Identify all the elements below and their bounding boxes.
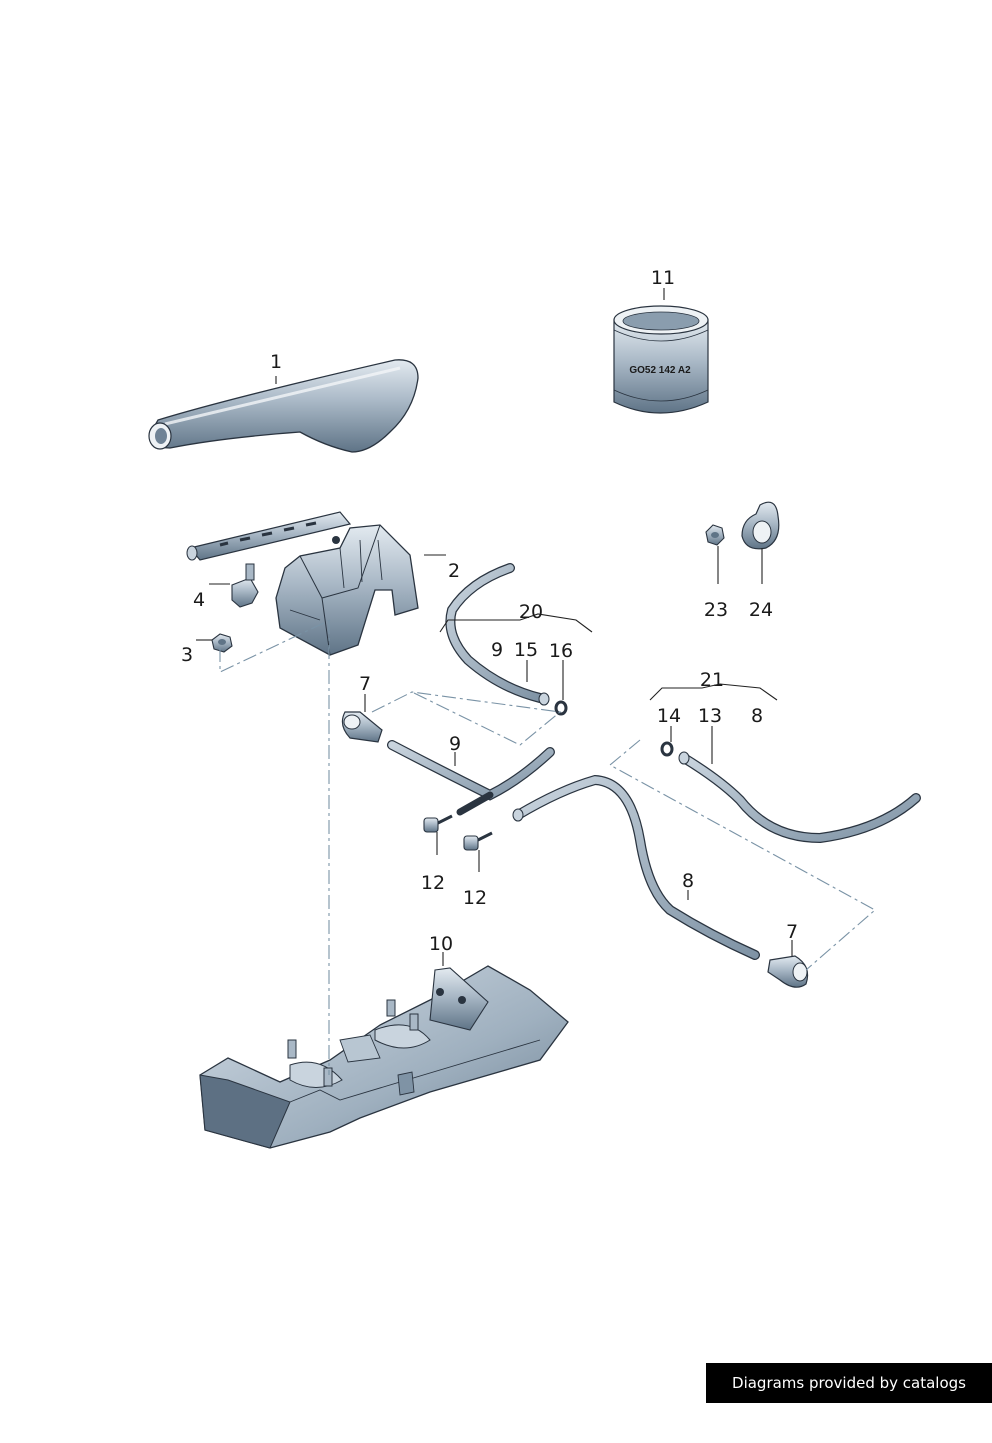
hose-part-9-upper <box>445 563 550 706</box>
clip-part-24 <box>741 501 780 550</box>
screw-part-12-b <box>463 831 493 851</box>
callout-11: 11 <box>651 267 675 289</box>
hose-part-9-lower <box>387 740 555 816</box>
end-cap-part-7-upper <box>341 711 383 743</box>
callout-8-lower: 8 <box>682 870 694 892</box>
assembly-lines <box>219 619 876 1075</box>
callout-3: 3 <box>181 644 193 666</box>
callout-21: 21 <box>700 669 724 691</box>
switch-part-4 <box>231 563 259 608</box>
callout-20: 20 <box>519 601 543 623</box>
nut-part-3 <box>211 633 233 653</box>
callout-24: 24 <box>749 599 773 621</box>
callout-13: 13 <box>698 705 722 727</box>
floor-tunnel-part-10 <box>199 965 569 1149</box>
callout-labels: 1 11 2 4 3 23 24 20 9 15 16 21 14 13 8 7… <box>181 267 798 955</box>
o-ring-part-14 <box>660 741 674 757</box>
callout-23: 23 <box>704 599 728 621</box>
callout-15: 15 <box>514 639 538 661</box>
callout-10: 10 <box>429 933 453 955</box>
credit-banner: Diagrams provided by catalogs parts <box>706 1363 992 1432</box>
sleeve-part-11: GO52 142 A2 <box>613 305 709 414</box>
callout-4: 4 <box>193 589 205 611</box>
screw-part-12-a <box>423 814 453 833</box>
leader-lines <box>196 288 793 966</box>
callout-2: 2 <box>448 560 460 582</box>
callout-8-upper: 8 <box>751 705 763 727</box>
nut-part-23 <box>705 524 725 546</box>
callout-12-a: 12 <box>421 872 445 894</box>
end-cap-part-7-lower <box>767 955 809 988</box>
callout-12-b: 12 <box>463 887 487 909</box>
callout-7-lower: 7 <box>786 921 798 943</box>
handbrake-lever-part-2 <box>186 511 419 656</box>
hose-part-8-long <box>512 774 760 960</box>
o-ring-part-16 <box>554 700 568 716</box>
handle-cover-part-1 <box>148 359 419 453</box>
parts-diagram: GO52 142 A2 <box>148 267 921 1149</box>
callout-16: 16 <box>549 640 573 662</box>
callout-7-upper: 7 <box>359 673 371 695</box>
callout-9-lower: 9 <box>449 733 461 755</box>
callout-1: 1 <box>270 351 282 373</box>
callout-14: 14 <box>657 705 681 727</box>
callout-9-upper: 9 <box>491 639 503 661</box>
hose-part-13 <box>678 751 921 844</box>
sleeve-marking-text: GO52 142 A2 <box>629 365 691 376</box>
